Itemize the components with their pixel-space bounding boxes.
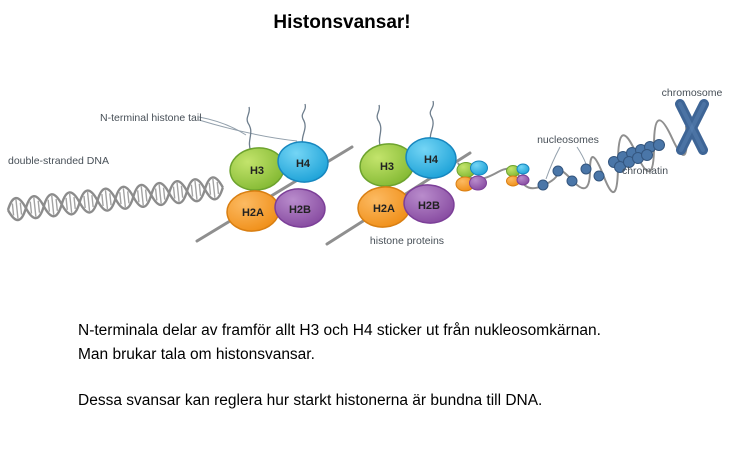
dna-double-helix-icon bbox=[5, 175, 226, 223]
nucleosome-core-1: H3 H4 H2A H2B bbox=[226, 141, 329, 232]
histone-h2b-label: H2B bbox=[418, 200, 440, 212]
histone-diagram: H3 H4 H2A H2B H3 H4 H2A H2B bbox=[5, 87, 723, 247]
histone-h2b-label: H2B bbox=[289, 204, 311, 216]
histone-h2b-blob bbox=[403, 184, 455, 224]
histone-h4-label: H4 bbox=[424, 154, 439, 166]
slide-body-text: N-terminala delar av framför allt H3 och… bbox=[78, 319, 698, 413]
histone-h3-label: H3 bbox=[380, 161, 394, 173]
histone-h4-label: H4 bbox=[296, 158, 311, 170]
histone-h3-label: H3 bbox=[250, 165, 264, 177]
label-chromosome: chromosome bbox=[662, 87, 723, 99]
chromosome-icon bbox=[675, 99, 709, 155]
histone-h2a-label: H2A bbox=[242, 207, 264, 219]
nucleosome-core-2: H3 H4 H2A H2B bbox=[357, 137, 457, 228]
body-paragraph-2: Dessa svansar kan reglera hur starkt his… bbox=[78, 392, 543, 409]
slide-title: Histonsvansar! bbox=[273, 12, 411, 33]
histone-tail-icons bbox=[246, 100, 435, 152]
nucleosome-bead-icons bbox=[537, 139, 665, 191]
histone-h4-blob bbox=[405, 137, 457, 179]
mini-nucleosome-2 bbox=[506, 163, 530, 187]
histone-h2a-label: H2A bbox=[373, 203, 395, 215]
label-n-terminal-histone-tail: N-terminal histone tail bbox=[100, 112, 202, 124]
label-histone-proteins: histone proteins bbox=[370, 235, 444, 247]
body-paragraph-1: N-terminala delar av framför allt H3 och… bbox=[78, 319, 698, 367]
label-chromatin: chromatin bbox=[622, 165, 668, 177]
label-double-stranded-dna: double-stranded DNA bbox=[8, 155, 109, 167]
label-pointer-lines bbox=[198, 116, 587, 180]
body-line-2: Man brukar tala om histonsvansar. bbox=[78, 346, 315, 363]
label-nucleosomes: nucleosomes bbox=[537, 134, 599, 146]
histone-h2b-blob bbox=[274, 188, 326, 228]
mini-nucleosome-1 bbox=[455, 160, 488, 192]
histone-h4-blob bbox=[277, 141, 329, 183]
body-line-1: N-terminala delar av framför allt H3 och… bbox=[78, 322, 601, 339]
